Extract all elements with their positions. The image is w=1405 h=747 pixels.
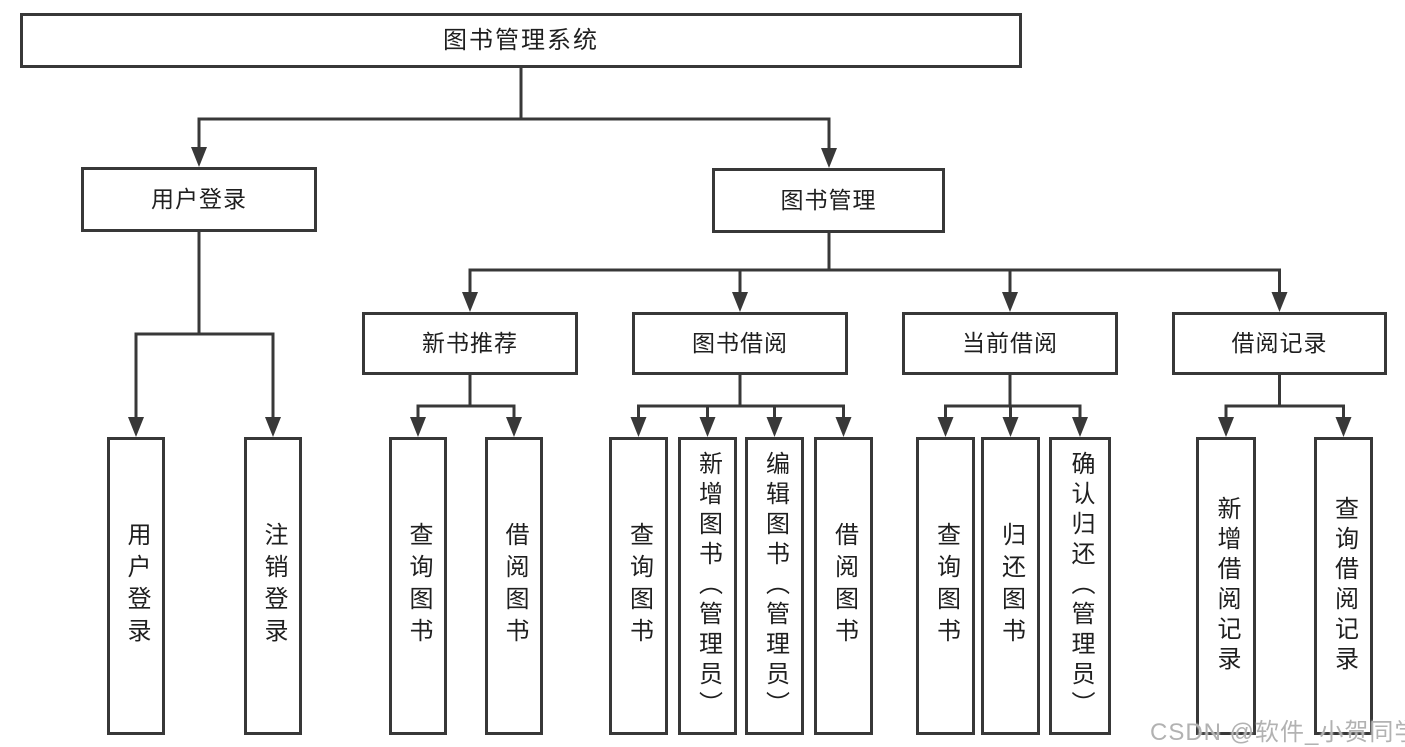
leaf-query-borrow-record: 查询借阅记录: [1314, 437, 1373, 735]
arrow-down-icon: [410, 417, 426, 437]
leaf-add-books-admin: 新增图书（管理员）: [678, 437, 737, 735]
leaf-confirm-return-admin: 确认归还（管理员）: [1049, 437, 1111, 735]
connector-book-borrow: [630, 374, 852, 437]
arrow-down-icon: [732, 292, 748, 312]
node-current-borrow: 当前借阅: [902, 312, 1118, 375]
arrow-down-icon: [191, 147, 207, 167]
node-book-management-system: 图书管理系统: [20, 13, 1022, 68]
arrow-down-icon: [1072, 417, 1088, 437]
arrow-down-icon: [1002, 417, 1019, 437]
arrow-down-icon: [835, 417, 852, 437]
connector-borrow-records: [1218, 373, 1352, 437]
leaf-logout: 注销登录: [244, 437, 302, 735]
arrow-down-icon: [128, 417, 144, 437]
node-book-borrow: 图书借阅: [632, 312, 848, 375]
arrow-down-icon: [766, 417, 783, 437]
node-borrow-records: 借阅记录: [1172, 312, 1387, 375]
leaf-query-books-new-book: 查询图书: [389, 437, 447, 735]
leaf-borrow-books-book-borrow: 借阅图书: [814, 437, 873, 735]
arrow-down-icon: [821, 148, 837, 168]
leaf-query-books-book-borrow: 查询图书: [609, 437, 668, 735]
arrow-down-icon: [506, 417, 522, 437]
node-new-book-recommend: 新书推荐: [362, 312, 578, 375]
connector-user-login: [128, 230, 281, 437]
connector-new-book-recommend: [410, 373, 522, 437]
leaf-return-books: 归还图书: [981, 437, 1040, 735]
leaf-add-borrow-record: 新增借阅记录: [1196, 437, 1256, 735]
leaf-borrow-books-new-book: 借阅图书: [485, 437, 543, 735]
arrow-down-icon: [1002, 292, 1018, 312]
connector-root: [191, 66, 837, 168]
leaf-edit-books-admin: 编辑图书（管理员）: [745, 437, 804, 735]
connector-book-management: [462, 231, 1288, 312]
arrow-down-icon: [462, 292, 478, 312]
csdn-watermark: CSDN @软件_小贺同学: [1150, 719, 1405, 746]
arrow-down-icon: [699, 417, 716, 437]
arrow-down-icon: [630, 417, 647, 437]
connector-current-borrow: [937, 373, 1088, 437]
arrow-down-icon: [937, 417, 954, 437]
node-book-management: 图书管理: [712, 168, 945, 233]
arrow-down-icon: [1335, 417, 1352, 437]
leaf-query-books-current-borrow: 查询图书: [916, 437, 975, 735]
node-user-login: 用户登录: [81, 167, 317, 232]
arrow-down-icon: [1271, 292, 1288, 312]
leaf-user-login: 用户登录: [107, 437, 165, 735]
arrow-down-icon: [1218, 417, 1234, 437]
arrow-down-icon: [265, 417, 281, 437]
